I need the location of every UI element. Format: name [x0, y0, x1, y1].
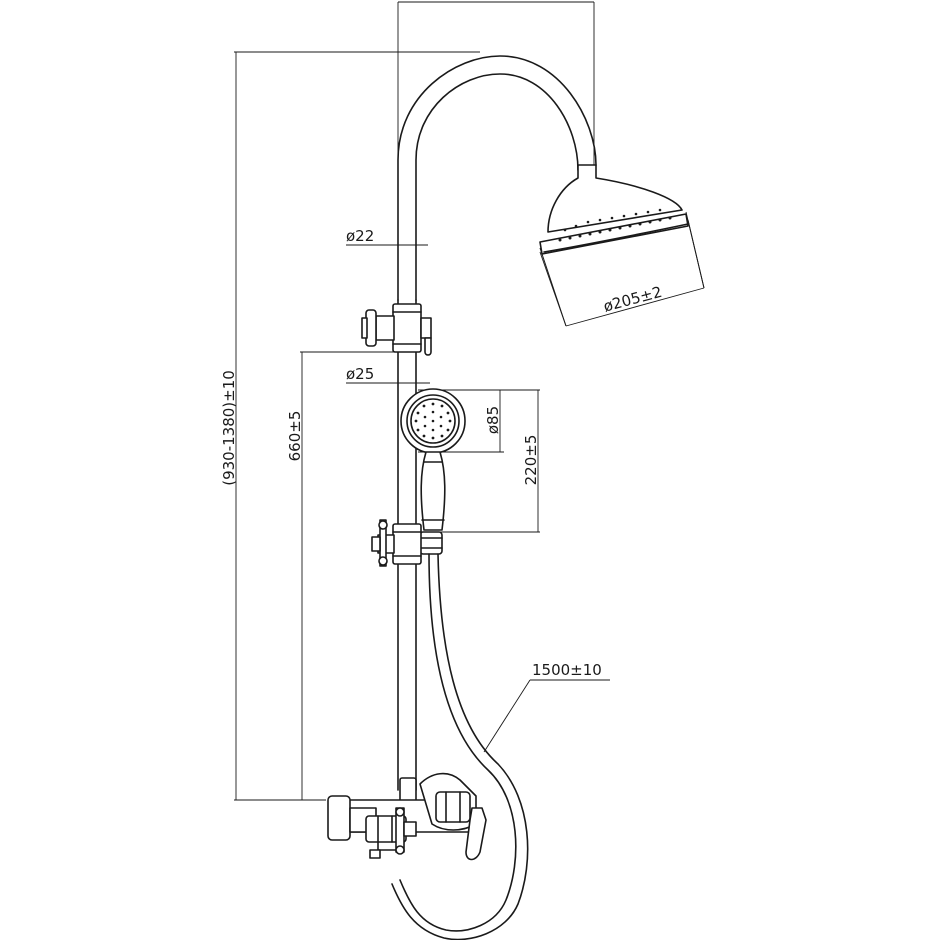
shower-hose [391, 553, 529, 940]
label-hand-shower-offset: 220±5 [522, 435, 540, 486]
mixer-valve [327, 772, 487, 861]
shower-head [539, 164, 705, 327]
label-handset-height: 660±5 [286, 411, 304, 462]
slider-bracket [371, 519, 422, 567]
label-hand-shower-diameter: ø85 [484, 406, 502, 434]
label-head-diameter: ø205±2 [601, 283, 664, 316]
shower-head-nozzles [558, 208, 672, 242]
hand-shower-nozzles [414, 402, 452, 440]
upper-wall-bracket [361, 303, 432, 356]
gooseneck-arm [397, 55, 597, 301]
dimension-lines [234, 1, 705, 801]
label-total-height: (930-1380)±10 [220, 370, 238, 486]
label-hose-length: 1500±10 [532, 661, 602, 679]
hand-shower [400, 388, 466, 555]
label-pipe-diameter-bottom: ø25 [346, 365, 374, 383]
label-pipe-diameter-top: ø22 [346, 227, 374, 245]
